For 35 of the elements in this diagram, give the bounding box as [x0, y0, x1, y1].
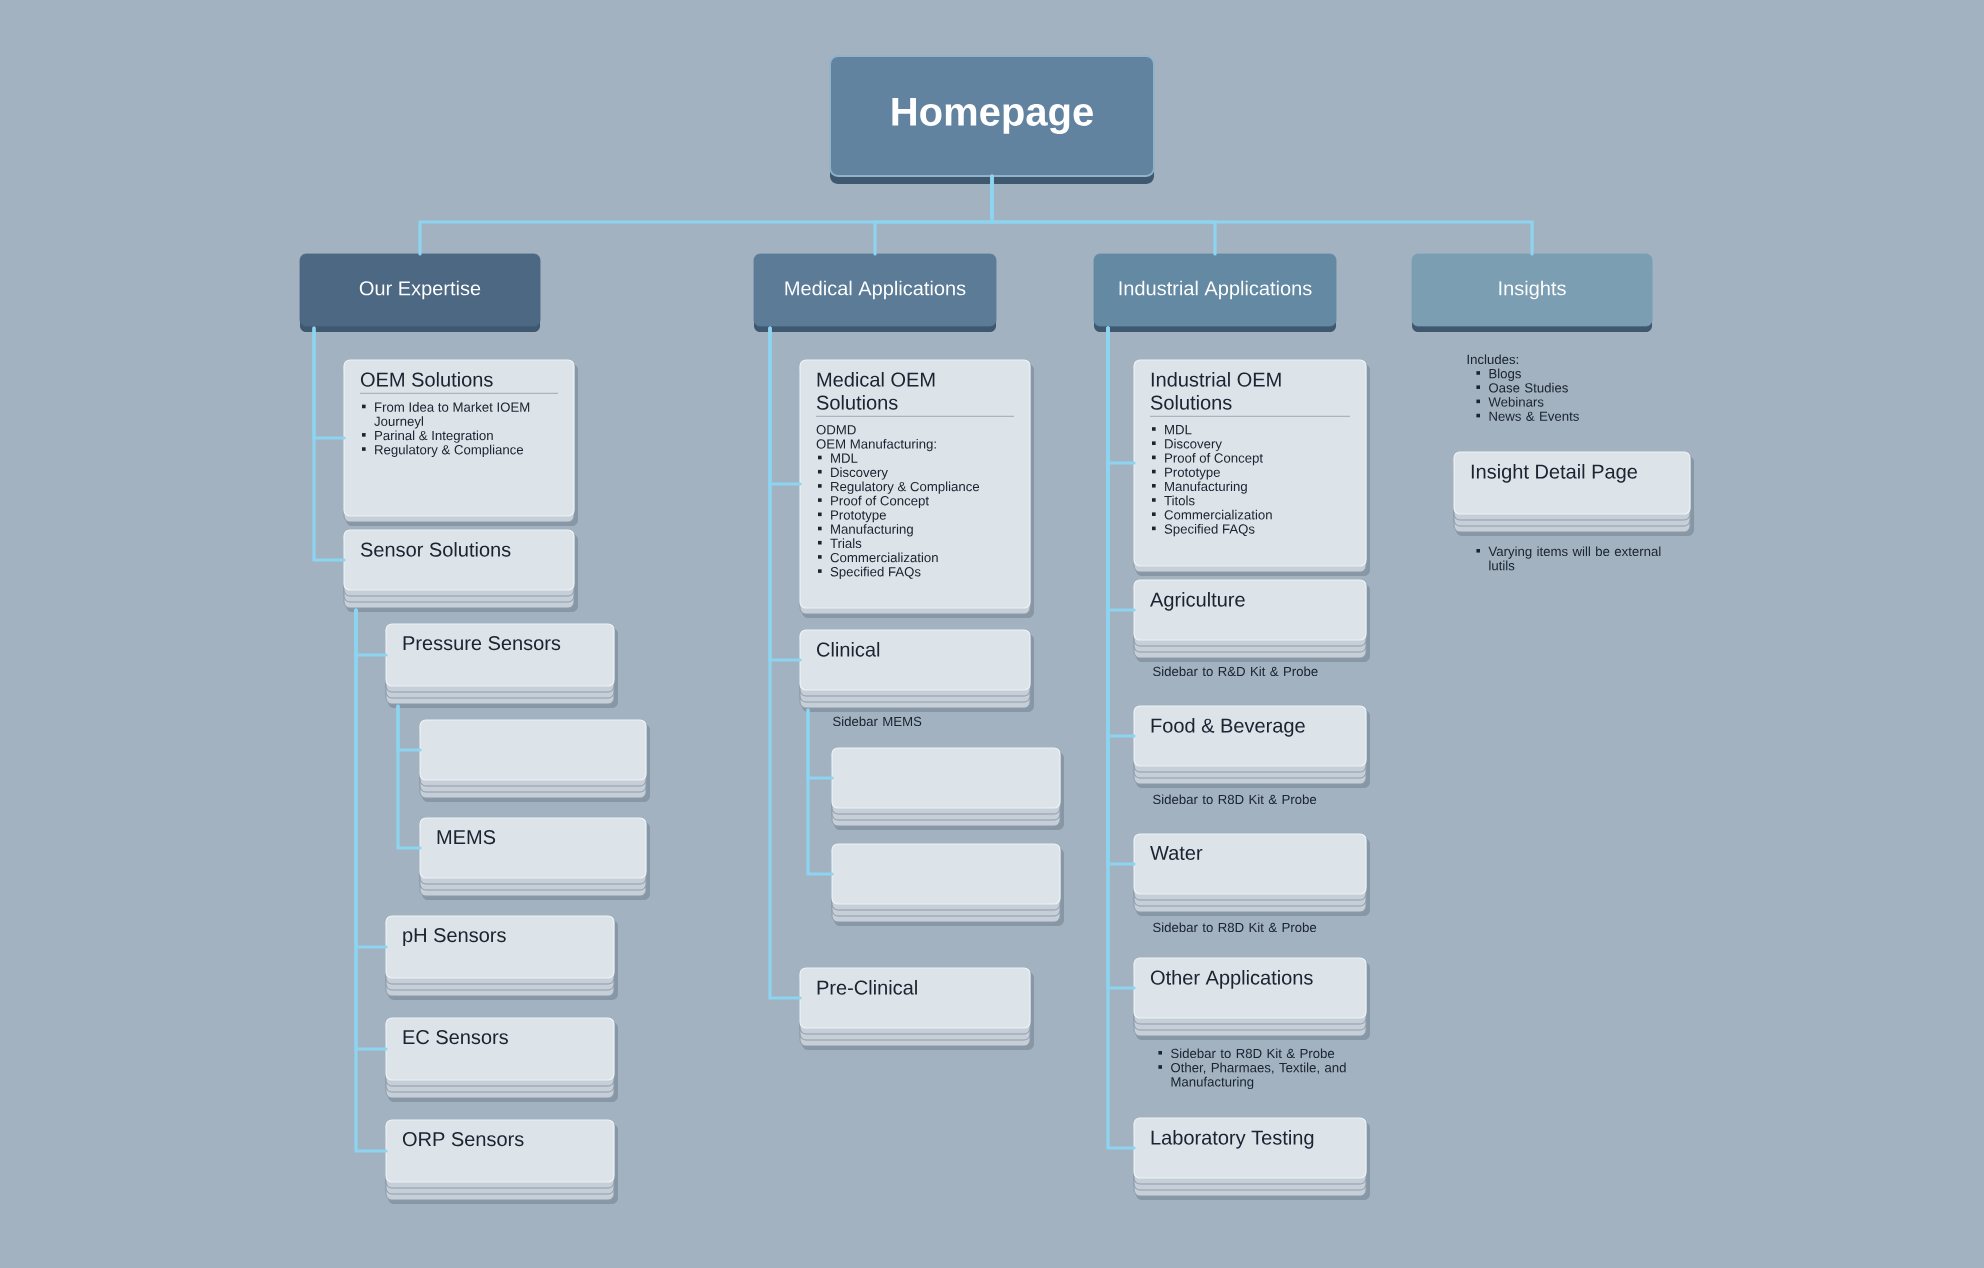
page-card: Agriculture [1133, 579, 1370, 662]
page-card: ORP Sensors [385, 1119, 618, 1204]
homepage-box: Homepage [829, 55, 1155, 184]
connector-line [396, 704, 422, 850]
page-card [419, 719, 650, 802]
page-card: Insight Detail Page [1453, 451, 1695, 536]
page-card: Food & Beverage [1133, 705, 1370, 788]
card-heading: Medical OEM Solutions [816, 372, 935, 410]
section-header: Insights [1411, 253, 1653, 332]
section-header: Medical Applications [753, 253, 997, 332]
page-card: pH Sensors [385, 915, 618, 1000]
page-card: Sensor Solutions [343, 529, 578, 612]
page-card [343, 359, 578, 526]
page-card: Water [1133, 833, 1370, 916]
connector-line [806, 708, 834, 876]
page-card: EC Sensors [385, 1017, 618, 1102]
connector-line [312, 326, 346, 562]
page-card: Laboratory Testing [1133, 1117, 1370, 1200]
page-card: Clinical [799, 629, 1034, 712]
connector-line [990, 174, 1534, 256]
page-card [1133, 359, 1370, 576]
page-card [799, 359, 1034, 618]
connector-line [768, 326, 802, 1000]
connector-line [1106, 326, 1136, 1150]
page-card [831, 843, 1064, 926]
section-header: Industrial Applications [1093, 253, 1337, 332]
page-card: Pressure Sensors [385, 623, 618, 708]
connector-line [354, 608, 388, 1153]
page-card: MEMS [419, 817, 650, 900]
page-card: Other Applications [1133, 957, 1370, 1040]
card-heading: Industrial OEM Solutions [1150, 372, 1281, 410]
page-card: Pre-Clinical [799, 967, 1034, 1050]
card-heading: OEM Solutions [360, 372, 493, 387]
section-header: Our Expertise [299, 253, 541, 332]
page-card [831, 747, 1064, 830]
